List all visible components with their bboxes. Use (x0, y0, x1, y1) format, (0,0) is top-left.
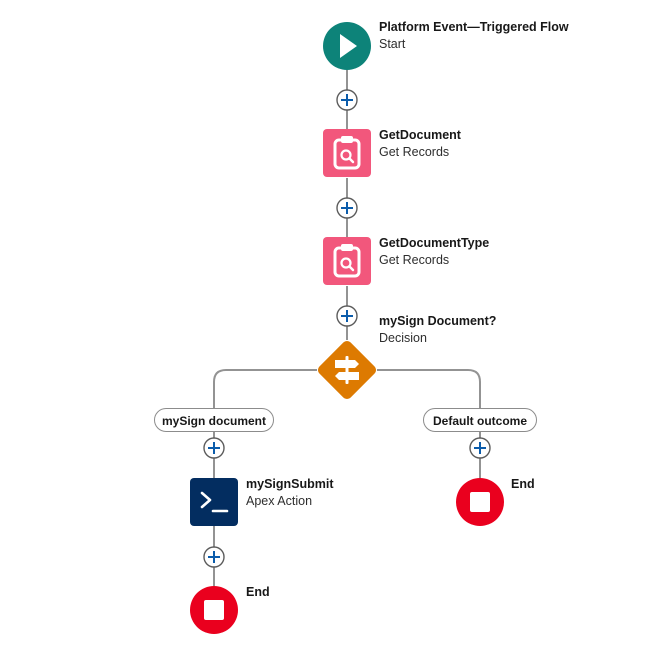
start-node-subtitle: Start (379, 37, 406, 51)
connector-line (377, 369, 481, 408)
get-document-type-title: GetDocumentType (379, 236, 490, 250)
plus-icon (341, 94, 353, 106)
stop-icon (470, 492, 490, 512)
get-document-type-subtitle: Get Records (379, 253, 450, 267)
decision-title: mySign Document? (379, 314, 497, 328)
plus-icon (341, 310, 353, 322)
decision-subtitle: Decision (379, 331, 427, 345)
add-element-button[interactable] (336, 305, 358, 327)
outcome-label-mysign-document[interactable]: mySign document (154, 408, 274, 432)
add-element-button[interactable] (203, 437, 225, 459)
stop-icon (204, 600, 224, 620)
outcome-label-default[interactable]: Default outcome (423, 408, 537, 432)
add-element-button[interactable] (469, 437, 491, 459)
get-document-type-node[interactable] (323, 237, 371, 285)
terminal-icon (200, 491, 229, 513)
add-element-button[interactable] (336, 197, 358, 219)
plus-icon (341, 202, 353, 214)
add-element-button[interactable] (203, 546, 225, 568)
play-icon (340, 34, 357, 58)
add-element-button[interactable] (336, 89, 358, 111)
decision-node[interactable] (316, 339, 378, 401)
apex-action-title: mySignSubmit (246, 477, 334, 491)
get-document-title: GetDocument (379, 128, 461, 142)
get-document-subtitle: Get Records (379, 145, 450, 159)
apex-action-subtitle: Apex Action (246, 494, 313, 508)
plus-icon (474, 442, 486, 454)
start-node-title: Platform Event—Triggered Flow (379, 20, 569, 34)
clipboard-search-icon (333, 136, 361, 170)
end-node-right[interactable] (456, 478, 504, 526)
end-right-title: End (511, 477, 535, 491)
signpost-icon (335, 356, 359, 384)
get-document-node[interactable] (323, 129, 371, 177)
end-left-title: End (246, 585, 270, 599)
start-node[interactable] (323, 22, 371, 70)
plus-icon (208, 551, 220, 563)
connector-line (213, 369, 317, 408)
plus-icon (208, 442, 220, 454)
clipboard-search-icon (333, 244, 361, 278)
end-node-left[interactable] (190, 586, 238, 634)
apex-action-node[interactable] (190, 478, 238, 526)
